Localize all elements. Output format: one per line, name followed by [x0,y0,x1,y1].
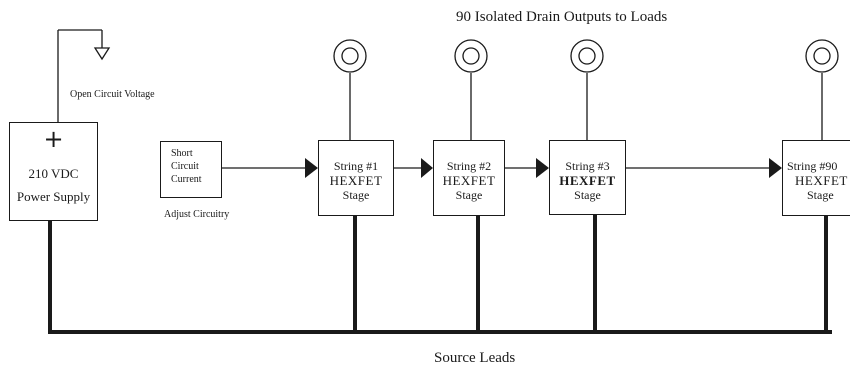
stage-box-2: String #2 HEXFET Stage [433,140,505,216]
drain-terminal-90 [805,39,839,73]
stage-label: Stage [342,188,370,202]
open-circuit-label: Open Circuit Voltage [70,89,155,100]
arrow-to-stage-2 [421,158,433,178]
drain-terminal-1-inner [341,47,359,65]
adjust-circuitry-label: Adjust Circuitry [164,209,230,220]
short-circuit-line-3: Current [171,174,202,185]
ground-icon [93,47,111,61]
short-circuit-line-2: Circuit [171,161,199,172]
stage-label: Stage [455,188,483,202]
stage-name: String #90 [787,159,838,173]
drain-terminal-3 [570,39,604,73]
drain-terminal-3-inner [578,47,596,65]
arrow-to-stage-1 [305,158,318,178]
stage-name: String #2 [446,159,492,173]
stage-label: Stage [807,188,834,202]
short-circuit-line-1: Short [171,148,193,159]
stage-name: String #1 [333,159,379,173]
stage-type: HEXFET [329,173,383,188]
stage-name: String #3 [565,159,610,173]
stage-box-1: String #1 HEXFET Stage [318,140,394,216]
diagram-title: 90 Isolated Drain Outputs to Loads [456,9,668,25]
power-supply-voltage: 210 VDC [28,166,79,181]
stage-type: HEXFET [442,173,496,188]
drain-terminal-2 [454,39,488,73]
power-supply-label: Power Supply [16,189,91,204]
power-supply-box: + 210 VDC Power Supply [9,122,98,221]
arrow-to-stage-3 [536,158,549,178]
drain-terminal-1 [333,39,367,73]
short-circuit-box: Short Circuit Current [160,141,222,198]
arrow-to-stage-90 [769,158,782,178]
plus-terminal: + [43,125,64,153]
stage-box-90: String #90 HEXFET Stage [782,140,850,216]
drain-terminal-90-inner [813,47,831,65]
source-leads-label: Source Leads [434,350,516,366]
drain-terminal-2-inner [462,47,480,65]
stage-type: HEXFET [795,173,848,188]
stage-box-3: String #3 HEXFET Stage [549,140,626,215]
stage-label: Stage [574,188,601,202]
stage-type: HEXFET [559,173,616,188]
